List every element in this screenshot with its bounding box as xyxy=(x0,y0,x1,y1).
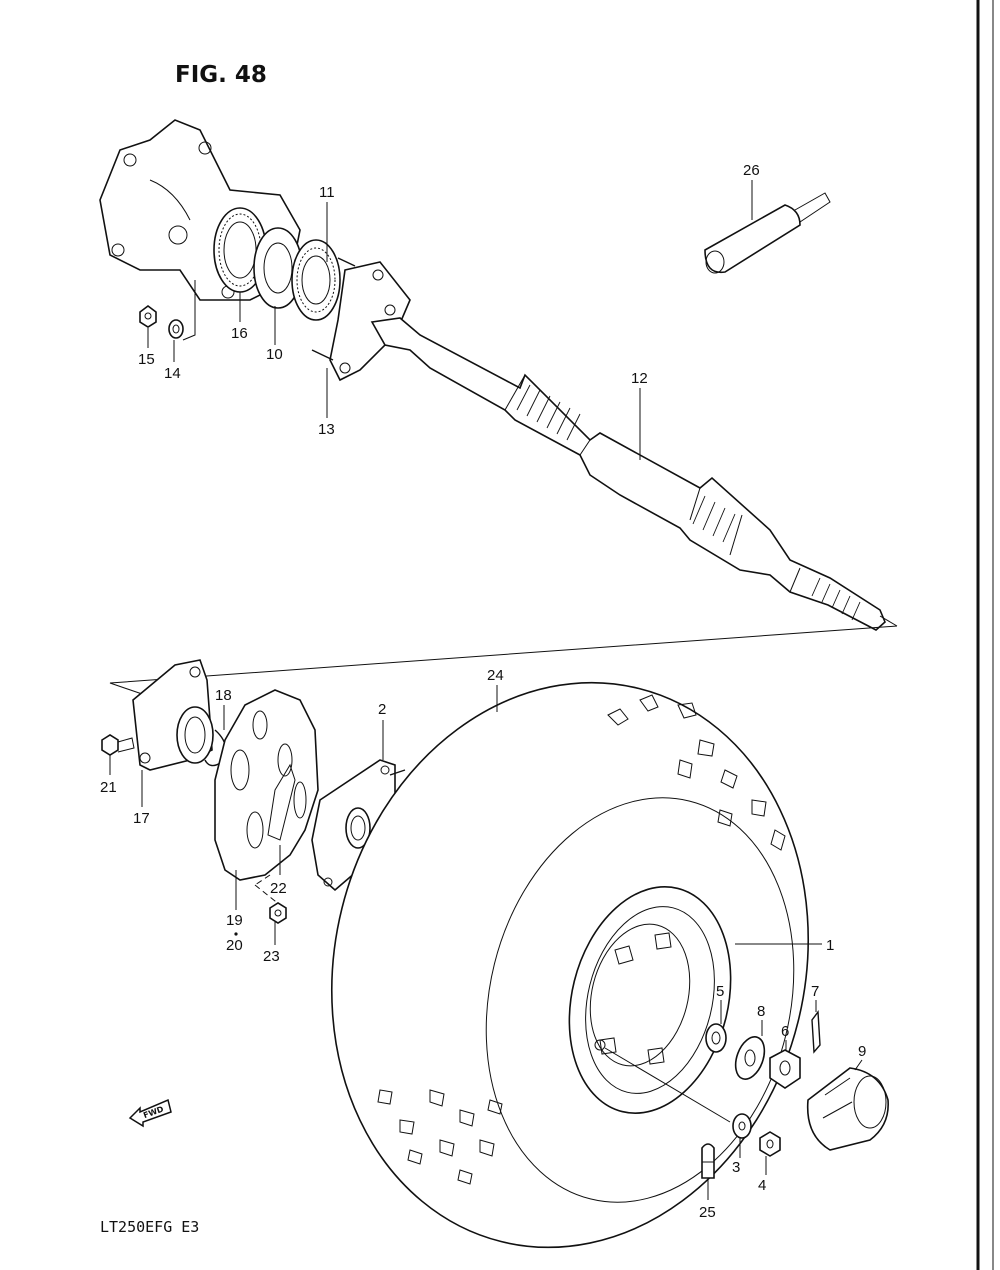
bullet-dot xyxy=(234,932,238,936)
callout-8: 8 xyxy=(757,1003,765,1020)
callout-13: 13 xyxy=(318,421,335,438)
nut-4 xyxy=(759,1131,781,1157)
callout-9: 9 xyxy=(858,1043,866,1060)
washer-14 xyxy=(168,319,184,339)
leader-lines xyxy=(109,180,863,1200)
callout-14: 14 xyxy=(164,365,181,382)
model-code: LT250EFG E3 xyxy=(100,1218,199,1236)
callout-19: 19 xyxy=(226,912,243,929)
callout-24: 24 xyxy=(487,667,504,684)
cotter-pin-7 xyxy=(811,1010,821,1054)
tire-24 xyxy=(330,681,810,1249)
castle-nut-6 xyxy=(769,1049,801,1089)
rear-axle-shaft-12 xyxy=(370,317,886,631)
fwd-arrow-icon: FWD xyxy=(128,1098,172,1128)
valve-25 xyxy=(701,1143,715,1179)
callout-4: 4 xyxy=(758,1177,766,1194)
callout-21: 21 xyxy=(100,779,117,796)
callout-numbers: 26 11 16 10 15 14 13 12 18 21 17 24 2 22… xyxy=(100,162,866,1221)
callout-11: 11 xyxy=(319,184,335,201)
nut-23 xyxy=(269,902,287,924)
callout-16: 16 xyxy=(231,325,248,342)
assembly-guide-line xyxy=(109,625,898,696)
bearing-11 xyxy=(291,239,341,321)
figure-title: FIG. 48 xyxy=(175,62,267,88)
callout-20: 20 xyxy=(226,937,243,954)
callout-26: 26 xyxy=(743,162,760,179)
bracket-line xyxy=(182,280,196,341)
callout-3: 3 xyxy=(732,1159,740,1176)
wheel-rim-1 xyxy=(568,886,732,1114)
callout-15: 15 xyxy=(138,351,155,368)
callout-23: 23 xyxy=(263,948,280,965)
bolt-21 xyxy=(101,734,135,756)
washer-5 xyxy=(705,1023,727,1053)
tool-26 xyxy=(704,192,831,274)
callout-6: 6 xyxy=(781,1023,789,1040)
nut-15 xyxy=(139,305,157,328)
callout-25: 25 xyxy=(699,1204,716,1221)
callout-7: 7 xyxy=(811,983,819,1000)
callout-10: 10 xyxy=(266,346,283,363)
rear-hub-17 xyxy=(132,659,214,771)
callout-17: 17 xyxy=(133,810,150,827)
washer-3 xyxy=(732,1113,752,1139)
callout-12: 12 xyxy=(631,370,648,387)
washer-8 xyxy=(734,1036,766,1080)
sprocket-19 xyxy=(214,689,319,881)
callout-1: 1 xyxy=(826,937,834,954)
callout-5: 5 xyxy=(716,983,724,1000)
hub-flange-13 xyxy=(311,257,411,382)
hub-cap-9 xyxy=(806,1067,889,1151)
callout-18: 18 xyxy=(215,687,232,704)
callout-22: 22 xyxy=(270,880,287,897)
callout-2: 2 xyxy=(378,701,386,718)
